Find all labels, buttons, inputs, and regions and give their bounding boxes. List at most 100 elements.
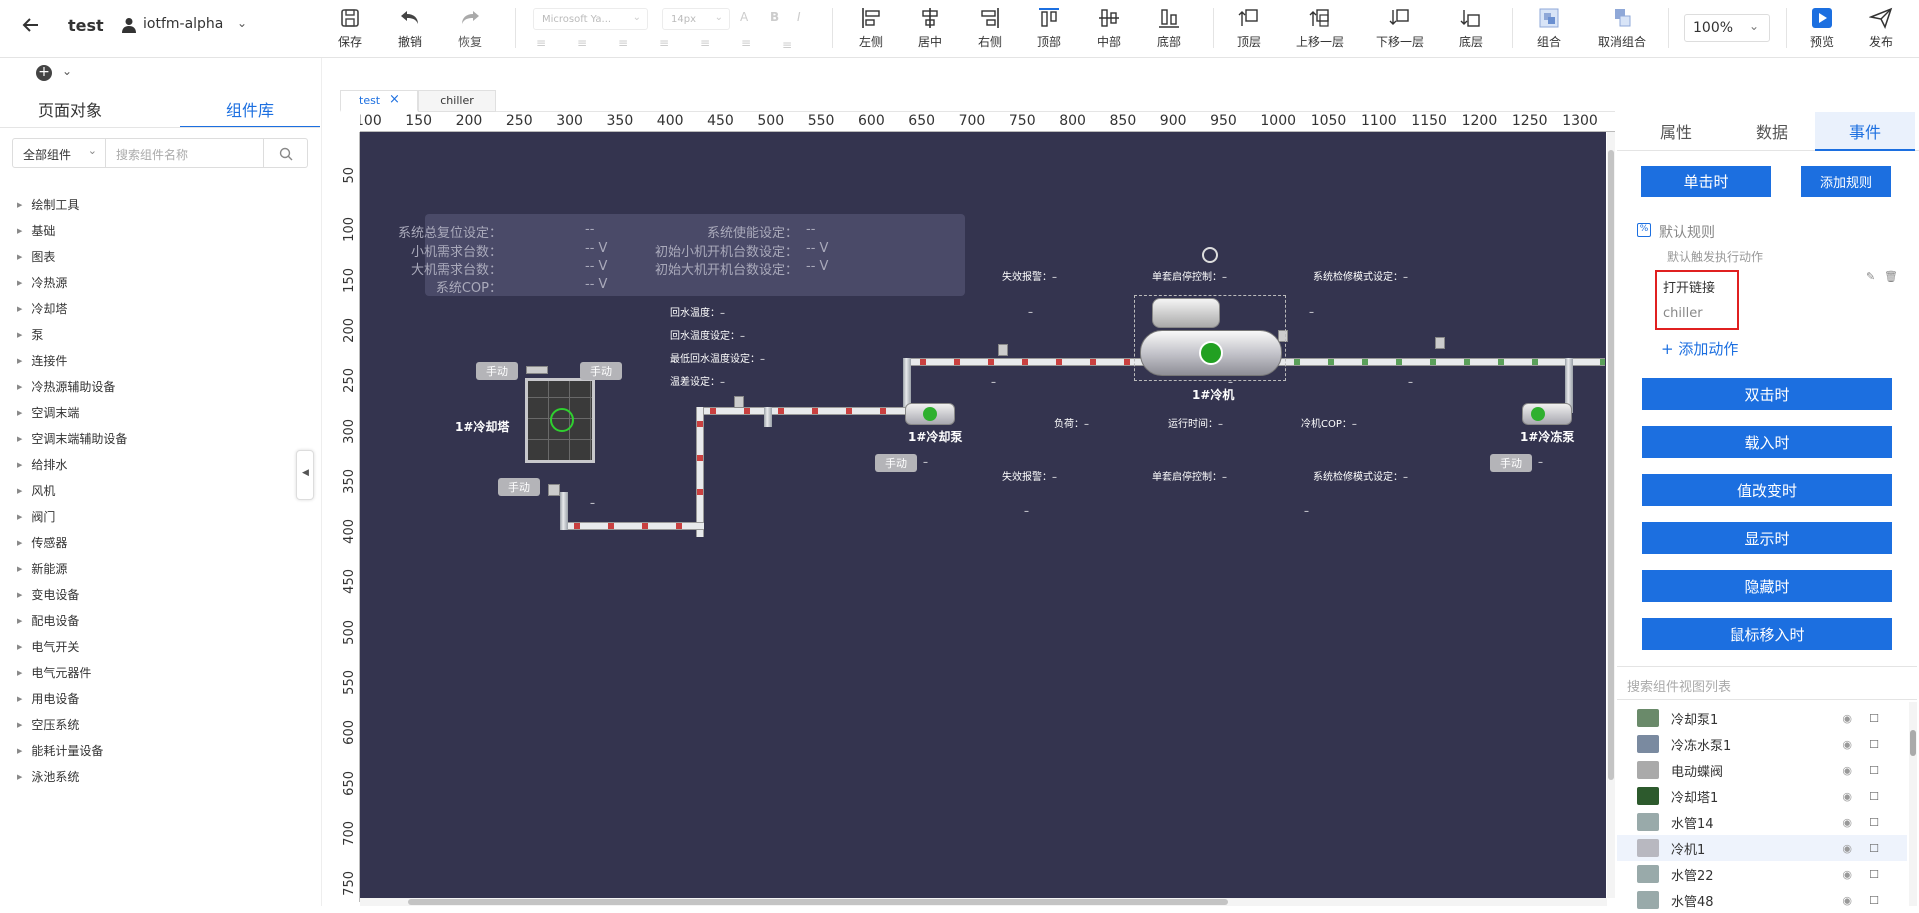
manual-button[interactable]: 手动 <box>580 362 622 380</box>
canvas-horizontal-scrollbar[interactable] <box>360 898 1607 906</box>
component-search-input[interactable]: 搜索组件名称 <box>106 138 264 168</box>
category-item[interactable]: ▶新能源 <box>17 560 67 577</box>
water-pipe[interactable] <box>1565 358 1573 413</box>
water-pipe[interactable] <box>696 407 704 537</box>
edit-icon[interactable]: ✎ <box>1866 270 1876 283</box>
unlock-icon[interactable]: ☐ <box>1869 841 1879 855</box>
scrollbar-thumb[interactable] <box>1910 730 1916 756</box>
system-params-panel[interactable] <box>425 214 965 296</box>
valve-icon[interactable] <box>734 396 744 408</box>
ungroup-button[interactable]: 取消组合 <box>1592 4 1652 52</box>
valve-icon[interactable] <box>998 344 1008 356</box>
chevron-down-icon[interactable]: ⌄ <box>62 64 73 78</box>
italic-button[interactable]: I <box>797 10 801 24</box>
valve-icon[interactable] <box>548 484 560 496</box>
zoom-select[interactable]: 100% ⌄ <box>1684 14 1770 42</box>
save-button[interactable]: 保存 <box>333 4 367 52</box>
layer-item[interactable]: 冷却泵1◉☐ <box>1617 705 1907 731</box>
layer-up-button[interactable]: 上移一层 <box>1290 4 1350 52</box>
category-item[interactable]: ▶能耗计量设备 <box>17 742 103 759</box>
user-name[interactable]: iotfm-alpha <box>143 16 224 32</box>
category-item[interactable]: ▶阀门 <box>17 508 55 525</box>
tab-data[interactable]: 数据 <box>1755 123 1788 142</box>
manual-button[interactable]: 手动 <box>1490 454 1532 472</box>
eye-icon[interactable]: ◉ <box>1842 711 1852 725</box>
category-item[interactable]: ▶泵 <box>17 326 43 343</box>
layer-down-button[interactable]: 下移一层 <box>1370 4 1430 52</box>
valve-icon[interactable] <box>1435 337 1445 349</box>
eye-icon[interactable]: ◉ <box>1842 841 1852 855</box>
category-item[interactable]: ▶用电设备 <box>17 690 79 707</box>
category-item[interactable]: ▶变电设备 <box>17 586 79 603</box>
chevron-down-icon[interactable]: ⌄ <box>237 16 248 30</box>
add-page-icon[interactable]: + <box>36 65 52 81</box>
tab-events[interactable]: 事件 <box>1815 112 1915 150</box>
text-align-center-icon[interactable]: ≡ <box>577 36 588 50</box>
on-show-button[interactable]: 显示时 <box>1642 522 1892 554</box>
component-filter-select[interactable]: 全部组件 ⌄ <box>12 138 106 168</box>
undo-button[interactable]: 撤销 <box>393 4 427 52</box>
back-icon[interactable] <box>20 14 42 36</box>
category-item[interactable]: ▶连接件 <box>17 352 67 369</box>
font-family-select[interactable]: Microsoft Ya...⌄ <box>533 8 648 30</box>
tab-component-library[interactable]: 组件库 <box>225 101 274 120</box>
category-item[interactable]: ▶冷热源 <box>17 274 67 291</box>
manual-button[interactable]: 手动 <box>498 478 540 496</box>
manual-button[interactable]: 手动 <box>875 454 917 472</box>
category-item[interactable]: ▶电气元器件 <box>17 664 91 681</box>
layer-item[interactable]: 水管48◉☐ <box>1617 887 1907 913</box>
unlock-icon[interactable]: ☐ <box>1869 763 1879 777</box>
eye-icon[interactable]: ◉ <box>1842 789 1852 803</box>
layer-item[interactable]: 电动蝶阀◉☐ <box>1617 757 1907 783</box>
unlock-icon[interactable]: ☐ <box>1869 737 1879 751</box>
chiller-unit[interactable] <box>1140 330 1282 376</box>
bold-button[interactable]: B <box>770 10 780 24</box>
category-item[interactable]: ▶给排水 <box>17 456 67 473</box>
chilled-pump[interactable] <box>1522 403 1572 425</box>
water-pipe[interactable] <box>903 358 911 413</box>
group-button[interactable]: 组合 <box>1532 4 1566 52</box>
layer-item[interactable]: 冷机1◉☐ <box>1617 835 1907 861</box>
category-item[interactable]: ▶空调末端 <box>17 404 79 421</box>
text-align-right-icon[interactable]: ≡ <box>618 36 629 50</box>
valve-icon[interactable] <box>526 366 548 374</box>
eye-icon[interactable]: ◉ <box>1842 737 1852 751</box>
close-icon[interactable]: × <box>389 92 400 107</box>
water-pipe[interactable] <box>1280 358 1605 366</box>
action-open-link[interactable]: 打开链接 <box>1663 281 1716 296</box>
align-left-button[interactable]: 左侧 <box>855 4 887 52</box>
category-item[interactable]: ▶绘制工具 <box>17 196 79 213</box>
text-align-left-icon[interactable]: ≡ <box>536 36 547 50</box>
water-pipe[interactable] <box>560 492 568 530</box>
category-item[interactable]: ▶冷热源辅助设备 <box>17 378 115 395</box>
on-load-button[interactable]: 载入时 <box>1642 426 1892 458</box>
redo-button[interactable]: 恢复 <box>453 4 487 52</box>
text-justify-icon[interactable]: ≡ <box>659 36 670 50</box>
align-right-button[interactable]: 右侧 <box>974 4 1006 52</box>
unlock-icon[interactable]: ☐ <box>1869 711 1879 725</box>
page-tab-chiller[interactable]: chiller <box>418 90 496 112</box>
add-rule-button[interactable]: 添加规则 <box>1801 166 1891 197</box>
align-top-button[interactable]: 顶部 <box>1033 4 1065 52</box>
scrollbar-thumb[interactable] <box>1608 150 1614 780</box>
category-item[interactable]: ▶基础 <box>17 222 55 239</box>
tab-page-objects[interactable]: 页面对象 <box>37 101 102 120</box>
tab-properties[interactable]: 属性 <box>1659 123 1692 142</box>
page-tab-test[interactable]: test × <box>340 90 418 112</box>
cooling-tower[interactable] <box>525 378 595 463</box>
category-item[interactable]: ▶传感器 <box>17 534 67 551</box>
add-action-button[interactable]: + 添加动作 <box>1661 340 1739 358</box>
action-highlight-box[interactable] <box>1655 270 1739 330</box>
search-button[interactable] <box>264 138 308 168</box>
category-item[interactable]: ▶配电设备 <box>17 612 79 629</box>
eye-icon[interactable]: ◉ <box>1842 867 1852 881</box>
layer-list-scrollbar[interactable] <box>1909 702 1917 906</box>
text-valign-icon[interactable]: ≡ <box>782 38 793 52</box>
layer-item[interactable]: 水管14◉☐ <box>1617 809 1907 835</box>
line-height-icon[interactable]: ≡ <box>700 36 711 50</box>
eye-icon[interactable]: ◉ <box>1842 763 1852 777</box>
layer-top-button[interactable]: 顶层 <box>1233 4 1265 52</box>
editor-canvas[interactable]: 系统总复位设定： -- 系统使能设定： -- 小机需求台数： -- V 初始小机… <box>360 132 1606 898</box>
valve-icon[interactable] <box>1278 330 1288 342</box>
water-pipe[interactable] <box>696 407 908 415</box>
